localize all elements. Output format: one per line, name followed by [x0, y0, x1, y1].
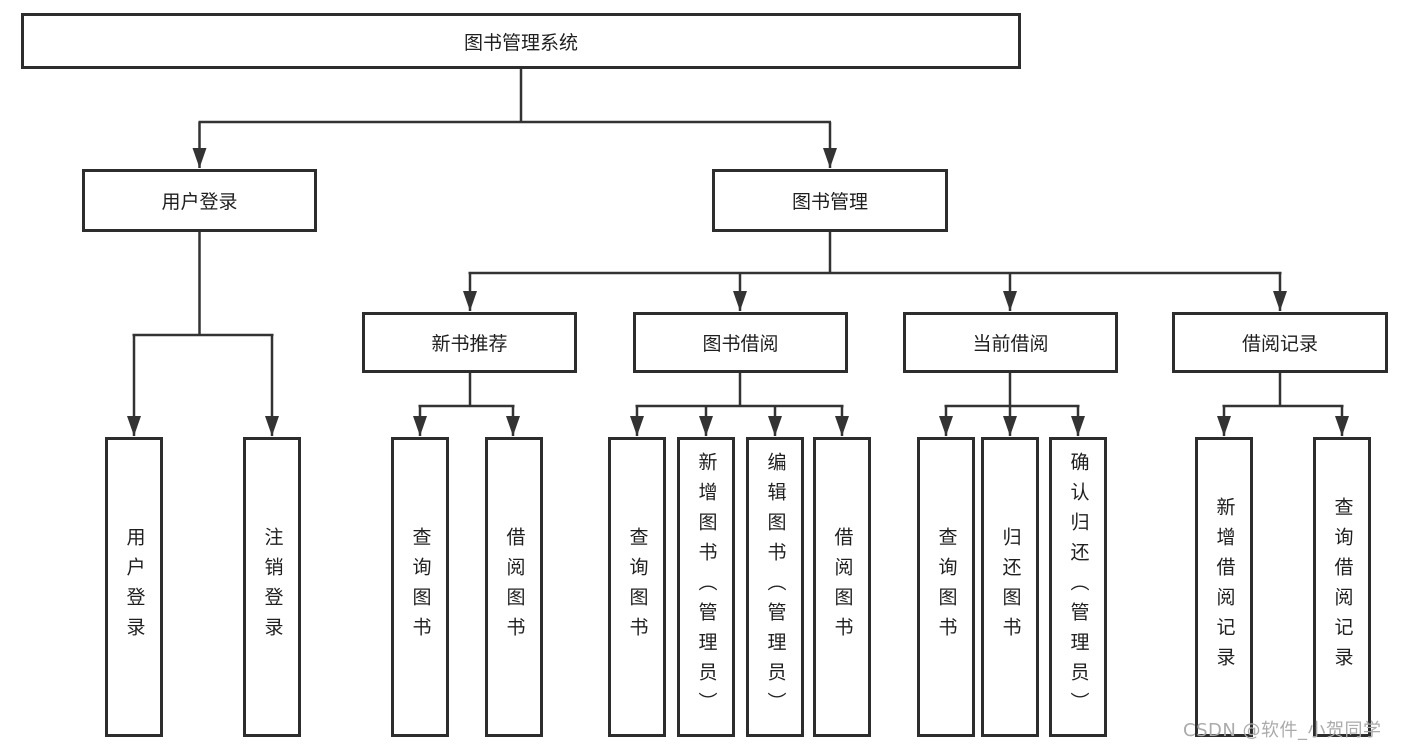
leaf-edit-books-admin: 编辑图书（管理员） [746, 437, 804, 737]
leaf-add-borrow-record: 新增借阅记录 [1195, 437, 1253, 737]
leaf-query-books-2: 查询图书 [608, 437, 666, 737]
leaf-query-books-3: 查询图书 [917, 437, 975, 737]
leaf-label: 确认归还（管理员） [1067, 452, 1090, 722]
leaf-query-borrow-record: 查询借阅记录 [1313, 437, 1371, 737]
leaf-label: 查询借阅记录 [1331, 497, 1354, 677]
leaf-add-books-admin: 新增图书（管理员） [677, 437, 735, 737]
node-label: 当前借阅 [972, 333, 1049, 355]
node-borrow-records: 借阅记录 [1172, 312, 1388, 373]
node-label: 图书管理 [791, 191, 868, 213]
leaf-user-login: 用户登录 [105, 437, 163, 737]
connector-current-borrow-to-leaves [939, 373, 1085, 436]
connector-borrow-records-to-leaves [1217, 373, 1349, 436]
leaf-label: 查询图书 [626, 527, 649, 647]
leaf-borrow-books-1: 借阅图书 [485, 437, 543, 737]
node-new-book-recommend: 新书推荐 [362, 312, 577, 373]
leaf-return-books: 归还图书 [981, 437, 1039, 737]
leaf-label: 新增借阅记录 [1213, 497, 1236, 677]
node-label: 图书借阅 [702, 333, 779, 355]
node-library-system: 图书管理系统 [21, 13, 1021, 69]
node-label: 图书管理系统 [463, 31, 578, 54]
node-book-management: 图书管理 [712, 169, 948, 232]
leaf-borrow-books-2: 借阅图书 [813, 437, 871, 737]
connector-root-to-level2 [192, 69, 837, 168]
leaf-label: 归还图书 [999, 527, 1022, 647]
connector-new-book-rec-to-leaves [413, 373, 520, 436]
node-current-borrow: 当前借阅 [903, 312, 1118, 373]
connector-book-mgmt-to-level3 [463, 232, 1287, 311]
node-label: 新书推荐 [431, 333, 508, 355]
node-book-borrow: 图书借阅 [633, 312, 848, 373]
leaf-label: 查询图书 [409, 527, 432, 647]
leaf-label: 查询图书 [935, 527, 958, 647]
leaf-confirm-return-admin: 确认归还（管理员） [1049, 437, 1107, 737]
leaf-query-books-1: 查询图书 [391, 437, 449, 737]
leaf-label: 注销登录 [261, 527, 284, 647]
leaf-label: 新增图书（管理员） [695, 452, 718, 722]
connector-user-login-to-leaves [127, 232, 279, 436]
node-label: 用户登录 [161, 191, 238, 213]
leaf-label: 用户登录 [123, 527, 146, 647]
csdn-watermark: CSDN @软件_小贺同学 [1183, 720, 1382, 741]
leaf-label: 借阅图书 [503, 527, 526, 647]
leaf-label: 借阅图书 [831, 527, 854, 647]
leaf-label: 编辑图书（管理员） [764, 452, 787, 722]
leaf-logout-login: 注销登录 [243, 437, 301, 737]
node-user-login: 用户登录 [82, 169, 317, 232]
connector-book-borrow-to-leaves [630, 373, 849, 436]
node-label: 借阅记录 [1241, 333, 1318, 355]
